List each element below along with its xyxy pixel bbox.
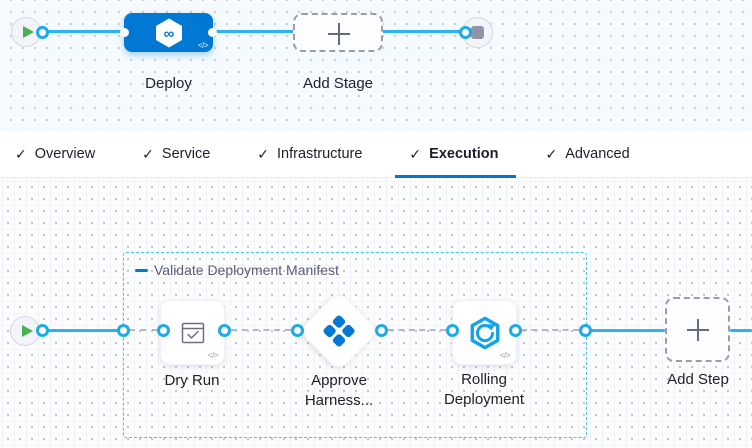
tab-label: Overview	[34, 146, 96, 162]
connector-line	[26, 30, 128, 33]
pipeline-start-node	[11, 17, 41, 47]
stage-config-tabbar: ✓ Overview ✓ Service ✓ Infrastructure ✓ …	[0, 131, 752, 178]
step-group-header: Validate Deployment Manifest	[135, 262, 339, 278]
step-name-label: Rolling Deployment	[443, 371, 525, 408]
svg-text:∞: ∞	[163, 25, 174, 42]
tab-infrastructure[interactable]: ✓ Infrastructure	[257, 131, 362, 177]
connector-port	[120, 27, 129, 37]
connector-line	[730, 328, 752, 332]
tab-overview[interactable]: ✓ Overview	[15, 131, 95, 177]
plus-icon	[686, 318, 710, 342]
tab-label: Infrastructure	[277, 146, 363, 162]
play-icon	[21, 325, 33, 337]
connector-port	[156, 323, 170, 337]
deploy-stage-icon: ∞	[155, 18, 182, 47]
tab-label: Advanced	[565, 146, 630, 162]
connector-line	[591, 328, 665, 332]
stage-canvas[interactable]: ∞ </> Deploy Add Stage	[0, 0, 752, 131]
check-icon: ✓	[409, 145, 422, 162]
check-icon: ✓	[142, 145, 154, 162]
tab-advanced[interactable]: ✓ Advanced	[545, 131, 629, 177]
tab-label: Service	[161, 146, 211, 162]
add-stage-button[interactable]	[293, 13, 383, 52]
stage-node-deploy[interactable]: ∞ </>	[124, 13, 213, 52]
step-name-label: Dry Run	[164, 372, 220, 389]
connector-port	[458, 25, 472, 39]
play-icon	[22, 26, 34, 38]
step-node-rolling-deployment[interactable]: </>	[452, 300, 517, 365]
dry-run-icon	[181, 322, 204, 343]
connector-port	[578, 323, 592, 337]
code-view-icon: </>	[207, 351, 219, 360]
connector-port	[35, 25, 49, 39]
collapse-group-icon[interactable]	[135, 268, 148, 272]
connector-line	[381, 30, 465, 33]
step-name-label: Approve Harness...	[304, 372, 374, 409]
check-icon: ✓	[545, 145, 558, 162]
execution-canvas[interactable]: Validate Deployment Manifest </> Dry Run	[0, 178, 752, 448]
rolling-deployment-icon	[470, 316, 499, 349]
connector-line-dashed	[388, 328, 446, 331]
pipeline-end-node	[462, 16, 493, 48]
step-group-title: Validate Deployment Manifest	[154, 262, 339, 278]
connector-line-dashed	[231, 328, 291, 331]
tab-label: Execution	[429, 146, 499, 162]
connector-port	[290, 323, 304, 337]
connector-port	[116, 323, 130, 337]
connector-line	[209, 30, 296, 33]
connector-port	[374, 323, 388, 337]
stop-icon	[471, 25, 484, 39]
connector-port	[508, 323, 522, 337]
connector-line-dashed	[521, 328, 579, 331]
add-step-label: Add Step	[667, 371, 729, 388]
harness-approval-icon	[323, 315, 355, 347]
plus-icon	[327, 22, 350, 45]
check-icon: ✓	[257, 145, 269, 162]
add-stage-label: Add Stage	[302, 75, 374, 92]
stage-name-label: Deploy	[145, 75, 192, 92]
check-icon: ✓	[15, 145, 27, 162]
step-node-dry-run[interactable]: </>	[160, 300, 225, 365]
connector-port	[217, 323, 231, 337]
connector-line-dashed	[129, 328, 158, 331]
add-step-button[interactable]	[665, 297, 730, 362]
connector-line	[48, 328, 123, 332]
tab-service[interactable]: ✓ Service	[142, 131, 210, 177]
code-view-icon: </>	[499, 351, 511, 360]
connector-port	[445, 323, 459, 337]
code-view-icon: </>	[197, 41, 209, 50]
connector-port	[35, 323, 49, 337]
tab-execution[interactable]: ✓ Execution	[395, 131, 517, 178]
connector-port	[208, 27, 217, 37]
step-group-validate-deployment-manifest[interactable]: Validate Deployment Manifest	[123, 252, 587, 438]
